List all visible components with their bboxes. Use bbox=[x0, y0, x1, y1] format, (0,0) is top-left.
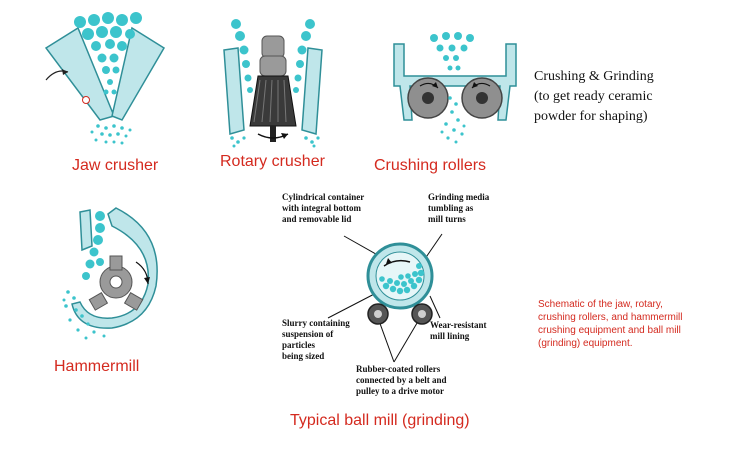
note-line-2: (to get ready ceramic bbox=[534, 89, 653, 104]
crushing-rollers-diagram bbox=[393, 32, 517, 144]
rollers-feed-particles bbox=[430, 32, 474, 71]
jaw-feed-particles bbox=[74, 12, 142, 95]
callout-container: Cylindrical container with integral bott… bbox=[282, 192, 364, 225]
rotary-right-wall bbox=[301, 47, 323, 135]
rollers-housing bbox=[393, 43, 517, 121]
crushing-grinding-note: Crushing & Grinding (to get ready cerami… bbox=[534, 67, 654, 127]
callout-line: Cylindrical container bbox=[282, 192, 365, 202]
rotary-product-fines bbox=[230, 136, 320, 148]
hammermill-diagram bbox=[62, 207, 158, 340]
callout-line: and removable lid bbox=[282, 214, 352, 224]
crushing-rollers-label: Crushing rollers bbox=[374, 157, 487, 174]
rotary-left-wall bbox=[223, 47, 245, 135]
mill-rotation-arrow-icon bbox=[383, 259, 411, 267]
caption-line: (grinding) equipment. bbox=[538, 338, 633, 349]
callout-line: Slurry containing bbox=[282, 318, 350, 328]
ball-mill-label: Typical ball mill (grinding) bbox=[290, 412, 470, 429]
callout-line: being sized bbox=[282, 351, 325, 361]
rotary-shaft bbox=[270, 126, 276, 142]
jaw-crusher-label: Jaw crusher bbox=[72, 157, 159, 174]
rotary-feed-particles bbox=[231, 19, 315, 93]
callout-lining: Wear-resistant mill lining bbox=[430, 320, 487, 342]
hammermill-feed-particles bbox=[82, 211, 105, 280]
callout-line: particles bbox=[282, 340, 315, 350]
callout-line: Rubber-coated rollers bbox=[356, 364, 441, 374]
jaw-left-plate bbox=[44, 26, 116, 121]
jaw-pivot-icon bbox=[82, 96, 90, 104]
callout-line: mill turns bbox=[428, 214, 466, 224]
hammermill-label: Hammermill bbox=[54, 358, 140, 375]
callout-line: suspension of bbox=[282, 329, 334, 339]
callout-line: Grinding media bbox=[428, 192, 490, 202]
rotary-crusher-label: Rotary crusher bbox=[220, 153, 325, 170]
caption-line: crushing equipment and ball mill bbox=[538, 325, 681, 336]
callout-line: with integral bottom bbox=[282, 203, 361, 213]
rollers-leader-line-left bbox=[377, 317, 395, 363]
ball-mill-diagram bbox=[327, 233, 443, 363]
rollers-product-fines bbox=[440, 96, 466, 144]
caption-line: crushing rollers, and hammermill bbox=[538, 312, 683, 323]
callout-slurry: Slurry containing suspension of particle… bbox=[282, 318, 350, 362]
rotary-crusher-diagram bbox=[223, 19, 323, 148]
jaw-right-plate bbox=[111, 26, 166, 121]
callout-line: tumbling as bbox=[428, 203, 474, 213]
rotary-spindle bbox=[259, 35, 287, 77]
hammermill-product-fines bbox=[62, 290, 106, 340]
hammermill-left-chute bbox=[79, 209, 93, 252]
lining-leader-line bbox=[429, 295, 441, 319]
callout-line: mill lining bbox=[430, 331, 470, 341]
caption-line: Schematic of the jaw, rotary, bbox=[538, 299, 663, 310]
figure-caption: Schematic of the jaw, rotary, crushing r… bbox=[538, 298, 683, 350]
rollers-leader-line-right bbox=[393, 317, 421, 363]
note-line-3: powder for shaping) bbox=[534, 109, 648, 124]
note-line-1: Crushing & Grinding bbox=[534, 69, 654, 84]
callout-line: connected by a belt and bbox=[356, 375, 447, 385]
grinding-media bbox=[379, 263, 425, 295]
callout-line: pulley to a drive motor bbox=[356, 386, 444, 396]
jaw-crusher-diagram bbox=[44, 12, 166, 145]
callout-grinding-media: Grinding media tumbling as mill turns bbox=[428, 192, 489, 225]
callout-line: Wear-resistant bbox=[430, 320, 487, 330]
jaw-product-fines bbox=[90, 124, 132, 145]
callout-rollers: Rubber-coated rollers connected by a bel… bbox=[356, 364, 447, 397]
